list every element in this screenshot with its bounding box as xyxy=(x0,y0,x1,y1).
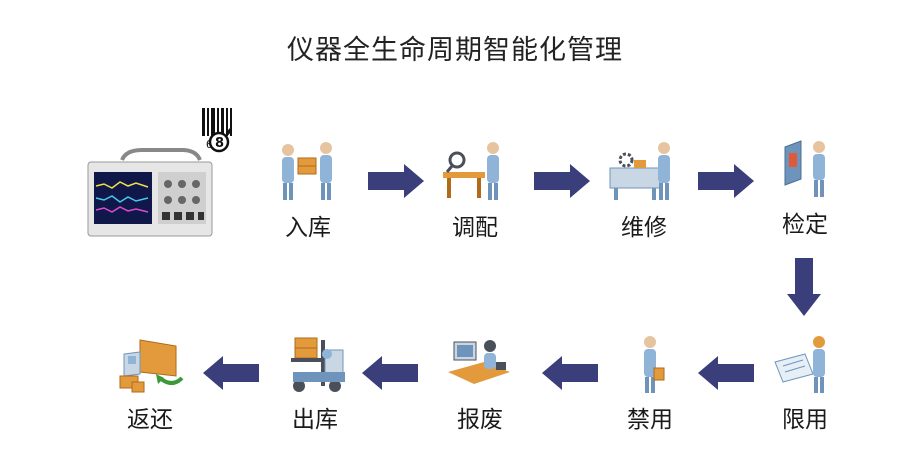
worker-with-bag-icon xyxy=(644,336,665,393)
step-node-jinyong: 禁用 xyxy=(590,332,710,434)
delivery-truck-icon xyxy=(119,339,184,393)
step-label-baofei: 报废 xyxy=(457,407,503,433)
step-node-rukur: 入库 xyxy=(248,138,368,242)
arrow-jianding-to-xianyong xyxy=(787,258,821,316)
step-label-rukur: 入库 xyxy=(285,215,331,241)
arrow-chuku-to-fanhuan xyxy=(203,356,259,390)
step-node-weixiu: 维修 xyxy=(584,138,704,242)
step-node-chuku: 出库 xyxy=(255,332,375,434)
oscilloscope-with-barcode-icon: 6 9 5 8 xyxy=(87,108,232,237)
step-label-weixiu: 维修 xyxy=(621,215,667,241)
step-node-baofei: 报废 xyxy=(420,332,540,434)
oscilloscope-node: 6 9 5 8 xyxy=(82,104,232,238)
arrow-rukur-to-tiaopei xyxy=(368,164,424,198)
worker-with-document-icon xyxy=(774,336,825,393)
step-label-chuku: 出库 xyxy=(292,407,338,433)
step-label-fanhuan: 返还 xyxy=(127,407,173,433)
step-label-jinyong: 禁用 xyxy=(627,407,673,433)
worker-at-computer-icon xyxy=(448,340,510,384)
barcode-badge: 8 xyxy=(215,136,224,151)
arrow-baofei-to-chuku xyxy=(362,356,418,390)
arrow-weixiu-to-jianding xyxy=(698,164,754,198)
step-node-tiaopei: 调配 xyxy=(415,138,535,242)
worker-at-screen-icon xyxy=(784,140,825,197)
step-node-xianyong: 限用 xyxy=(745,332,865,434)
arrow-jinyong-to-baofei xyxy=(542,356,598,390)
arrow-xianyong-to-jinyong xyxy=(698,356,754,390)
step-node-fanhuan: 返还 xyxy=(90,332,210,434)
step-label-jianding: 检定 xyxy=(782,212,828,238)
step-label-tiaopei: 调配 xyxy=(452,215,498,241)
arrow-tiaopei-to-weixiu xyxy=(534,164,590,198)
worker-repairing-icon xyxy=(609,142,670,200)
forklift-with-box-icon xyxy=(291,337,345,392)
workers-with-box-icon xyxy=(282,142,332,200)
step-node-jianding: 检定 xyxy=(745,135,865,239)
step-label-xianyong: 限用 xyxy=(782,407,828,433)
diagram-title: 仪器全生命周期智能化管理 xyxy=(287,35,623,66)
worker-at-desk-icon xyxy=(443,142,499,200)
